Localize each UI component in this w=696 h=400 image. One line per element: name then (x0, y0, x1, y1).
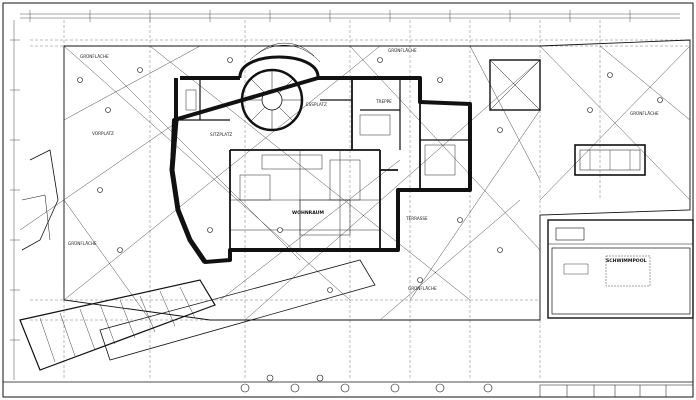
label-schwimmpool: SCHWIMMPOOL (606, 258, 647, 264)
label-gruenflaeche-bottom: GRÜNFLÄCHE (408, 286, 437, 291)
room-labels: GRÜNFLÄCHE GRÜNFLÄCHE GRÜNFLÄCHE GRÜNFLÄ… (68, 48, 659, 291)
pavilion (489, 59, 646, 176)
label-gruenflaeche-top-left: GRÜNFLÄCHE (80, 54, 109, 59)
label-sitzplatz: SITZPLATZ (210, 132, 232, 137)
label-essplatz: ESSPLATZ (306, 102, 327, 107)
swimming-pool (547, 219, 694, 319)
construction-lines (19, 45, 691, 321)
dimension-ticks-top (20, 10, 680, 22)
site-boundary (63, 39, 691, 321)
label-terrasse: TERRASSE (405, 216, 428, 221)
label-treppe: TREPPE (375, 99, 392, 104)
entrance-ramp (19, 149, 376, 371)
building-walls (169, 76, 472, 264)
label-gruenflaeche-right: GRÜNFLÄCHE (630, 111, 659, 116)
label-gruenflaeche-top: GRÜNFLÄCHE (388, 48, 417, 53)
label-gruenflaeche-left: GRÜNFLÄCHE (68, 241, 97, 246)
interior-details (185, 89, 456, 250)
axis-bubbles (240, 374, 493, 393)
title-block (539, 384, 694, 398)
label-vorplatz: VORPLATZ (92, 131, 114, 136)
label-wohnraum: WOHNRAUM (292, 210, 324, 216)
dimension-ticks-left (10, 20, 20, 380)
spiral-staircase (238, 42, 321, 132)
reference-markers (77, 57, 663, 293)
